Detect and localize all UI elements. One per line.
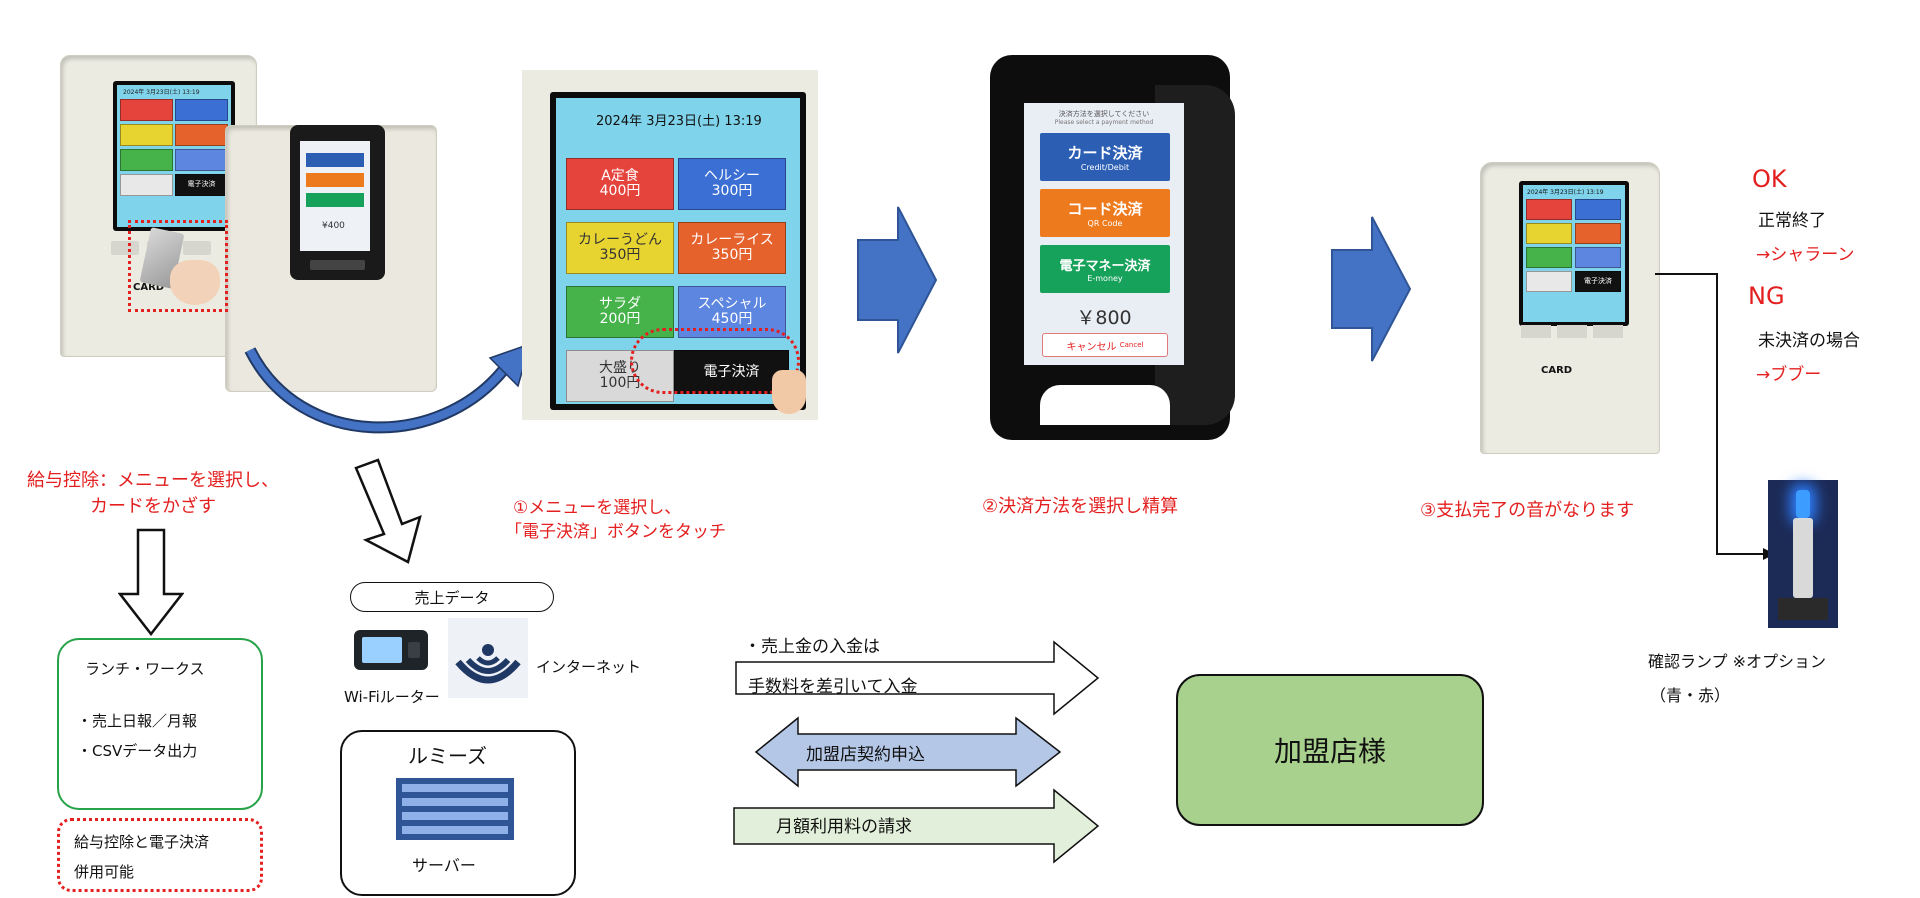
menu-item-price: 200円 <box>599 311 641 327</box>
step3-label: ③支払完了の音がなります <box>1420 500 1635 521</box>
screen-datetime: 2024年 3月23日(土) 13:19 <box>123 89 200 96</box>
result-ng: NG <box>1748 282 1785 310</box>
card-label: CARD <box>133 282 165 293</box>
mini-menu-b <box>175 99 228 121</box>
menu-item-name: サラダ <box>599 296 641 313</box>
ticket-machine-with-card-reader: 2024年 3月23日(土) 13:19 電子決済 CARD ¥400 <box>60 55 440 392</box>
step2-label: ②決済方法を選択し精算 <box>982 496 1179 517</box>
hollow-diagonal-arrow <box>354 458 422 564</box>
hand-icon <box>170 260 220 305</box>
mini-menu-c <box>120 124 173 146</box>
internet-icon <box>448 618 528 698</box>
mini-menu-a <box>120 99 173 121</box>
result-ng-sound: →ブブー <box>1756 365 1822 385</box>
confirmation-lamp <box>1768 480 1838 628</box>
menu-item-name: カレーうどん <box>578 232 662 249</box>
ticket-machine-body: 2024年 3月23日(土) 13:19 電子決済 CARD <box>60 55 257 357</box>
blue-arrow-2 <box>1331 216 1412 362</box>
step0-label: 給与控除：メニューを選択し、 カードをかざす <box>27 470 279 517</box>
server-box: ルミーズ サーバー <box>340 730 576 896</box>
blue-arrow-1 <box>857 206 938 354</box>
deposit-note-line1: ・売上金の入金は <box>744 637 880 657</box>
card-reader-highlight <box>128 220 228 312</box>
lamp-colors: （青・赤） <box>1650 686 1731 705</box>
mini-menu-e <box>120 149 173 171</box>
ticket-machine-complete: 2024年 3月23日(土) 13:19 電子決済 CARD <box>1480 162 1660 457</box>
small-terminal-amount: ¥400 <box>322 221 345 231</box>
small-payment-terminal: ¥400 <box>290 125 385 280</box>
menu-item-price: 350円 <box>711 247 753 263</box>
result-ng-desc: 未決済の場合 <box>1758 331 1860 351</box>
menu-item-name: カレーライス <box>690 232 774 249</box>
menu-item-name: スペシャル <box>697 296 767 313</box>
mini-menu-g <box>120 174 173 196</box>
lunch-works-item2: ・CSVデータ出力 <box>77 742 198 760</box>
lunch-works-box: ランチ・ワークス ・売上日報／月報 ・CSVデータ出力 <box>57 638 263 810</box>
card-payment-button[interactable]: カード決済 Credit/Debit <box>1040 133 1170 181</box>
deposit-note-line2: 手数料を差引いて入金 <box>748 677 918 697</box>
emoney-payment-button[interactable]: 電子マネー決済 E-money <box>1040 245 1170 293</box>
ticket-machine-screen: 2024年 3月23日(土) 13:19 電子決済 <box>113 81 235 231</box>
merchant-box: 加盟店様 <box>1176 674 1484 826</box>
menu-item-price: 450円 <box>711 311 753 327</box>
result-ok-desc: 正常終了 <box>1758 211 1826 231</box>
hollow-down-arrow-1 <box>118 528 184 636</box>
contract-label: 加盟店契約申込 <box>806 745 925 765</box>
mini-epay: 電子決済 <box>175 174 228 196</box>
finger-tap-icon <box>772 370 806 414</box>
epay-highlight <box>630 328 800 394</box>
server-title: ルミーズ <box>408 744 487 768</box>
cancel-button[interactable]: キャンセル Cancel <box>1042 333 1168 357</box>
lunch-works-item1: ・売上日報／月報 <box>77 712 198 730</box>
sales-data-pill: 売上データ <box>350 582 554 612</box>
menu-item-price: 300円 <box>711 183 753 199</box>
menu-item-price: 350円 <box>599 247 641 263</box>
internet-label: インターネット <box>536 658 642 676</box>
contract-double-arrow <box>754 716 1062 788</box>
menu-datetime: 2024年 3月23日(土) 13:19 <box>596 114 762 129</box>
payment-amount: ￥800 <box>1076 307 1132 329</box>
lunch-works-title: ランチ・ワークス <box>85 660 205 678</box>
mini-menu-f <box>175 149 228 171</box>
combined-note-box: 給与控除と電子決済 併用可能 <box>57 818 263 892</box>
menu-item-price: 400円 <box>599 183 641 199</box>
monthly-fee-label: 月額利用料の請求 <box>776 817 912 837</box>
lamp-connector-line <box>1655 273 1775 560</box>
mini-menu-d <box>175 124 228 146</box>
payment-header-jp: 決済方法を選択してください <box>1058 110 1150 118</box>
curved-arrow <box>244 343 530 434</box>
merchant-label: 加盟店様 <box>1273 735 1386 768</box>
payment-header-en: Please select a payment method <box>1054 119 1154 126</box>
result-ok-sound: →シャラーン <box>1756 245 1855 265</box>
deposit-arrow <box>735 640 1100 716</box>
payment-terminal: 決済方法を選択してください Please select a payment me… <box>980 55 1250 445</box>
menu-item-name: ヘルシー <box>704 168 760 185</box>
server-label: サーバー <box>412 856 476 875</box>
step1-label: ①メニューを選択し、 「電子決済」ボタンをタッチ <box>505 498 726 542</box>
server-rack-icon <box>396 778 514 840</box>
payment-screen: 決済方法を選択してください Please select a payment me… <box>1024 103 1184 365</box>
wifi-label: Wi-Fiルーター <box>344 688 440 706</box>
lamp-label: 確認ランプ ※オプション <box>1648 652 1827 671</box>
menu-item-price: 100円 <box>599 375 641 391</box>
menu-item-name: A定食 <box>601 168 639 185</box>
result-ok: OK <box>1752 165 1787 193</box>
monthly-fee-arrow <box>733 788 1100 864</box>
wifi-router-icon <box>354 630 428 670</box>
qr-payment-button[interactable]: コード決済 QR Code <box>1040 189 1170 237</box>
